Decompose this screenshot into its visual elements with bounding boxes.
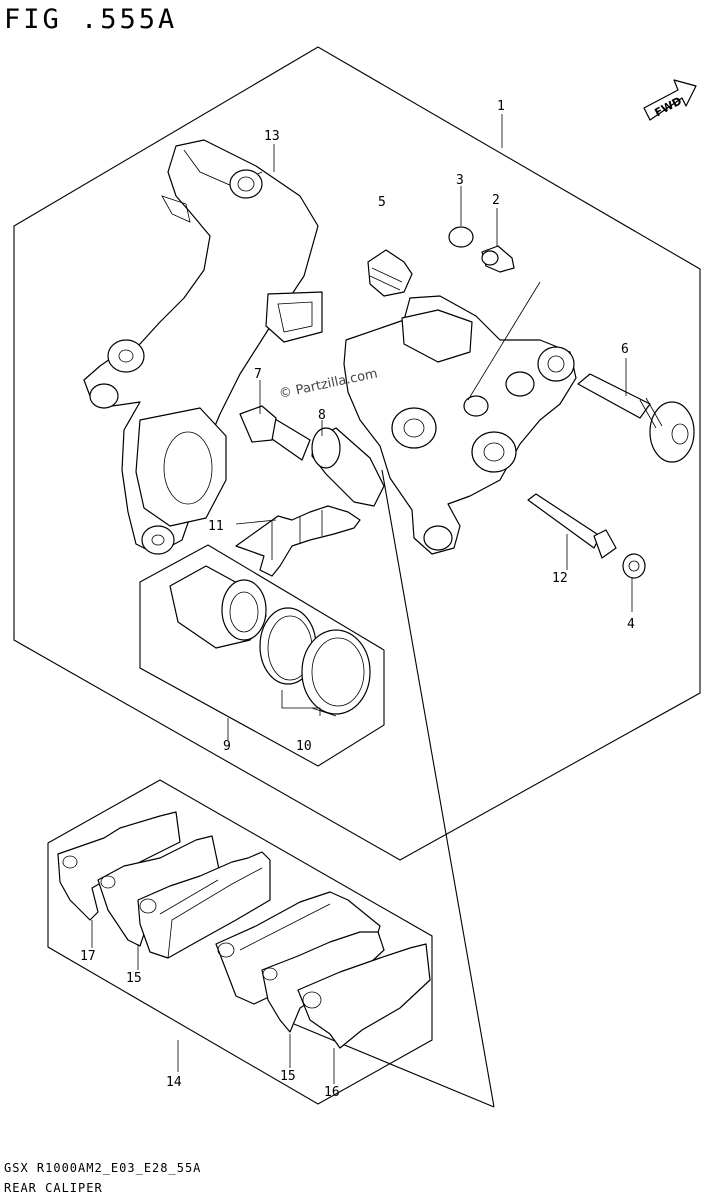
piston-kit-outline [139, 544, 385, 767]
boot-5 [367, 249, 413, 297]
callout-2: 2 [492, 193, 500, 208]
pad-set-outline [47, 779, 433, 1105]
callout-3: 3 [456, 173, 464, 188]
callout-16: 16 [324, 1085, 340, 1100]
footer-model-code: GSX R1000AM2_E03_E28_55A [4, 1161, 201, 1175]
callout-12: 12 [552, 571, 568, 586]
callout-8: 8 [318, 408, 326, 423]
brake-pad-a [137, 851, 271, 959]
callout-4: 4 [627, 617, 635, 632]
leader-10 [281, 690, 337, 717]
caliper-body [343, 295, 577, 555]
pin-12 [527, 493, 617, 559]
piston-9 [169, 565, 267, 649]
guide-line [467, 281, 541, 401]
guide-line [381, 469, 495, 1108]
callout-7: 7 [254, 367, 262, 382]
callout-5: 5 [378, 195, 386, 210]
callout-9: 9 [223, 739, 231, 754]
leader-lines [91, 114, 633, 1084]
caliper-bracket [83, 139, 323, 555]
boot-8 [311, 427, 385, 507]
callout-6: 6 [621, 342, 629, 357]
callout-13: 13 [264, 129, 280, 144]
callout-14: 14 [166, 1075, 182, 1090]
shim-16 [297, 943, 431, 1049]
slide-pin-6 [577, 373, 695, 463]
slide-pin-7 [239, 405, 311, 461]
caliper-assembly-outline [13, 46, 701, 861]
fwd-arrow-icon: FWD [643, 79, 697, 121]
seal-10 [259, 607, 371, 715]
plug-4 [622, 553, 646, 579]
callout-10: 10 [296, 739, 312, 754]
footer-section-name: REAR CALIPER [4, 1181, 103, 1195]
figure-title: FIG .555A [4, 4, 177, 35]
callout-17: 17 [80, 949, 96, 964]
pad-spring-11 [235, 505, 361, 577]
callout-1: 1 [497, 99, 505, 114]
callout-11: 11 [208, 519, 224, 534]
guide-line [293, 1023, 495, 1108]
callout-15b: 15 [280, 1069, 296, 1084]
bleeder-valve [481, 245, 515, 273]
bleeder-cap [448, 226, 474, 248]
callout-15a: 15 [126, 971, 142, 986]
